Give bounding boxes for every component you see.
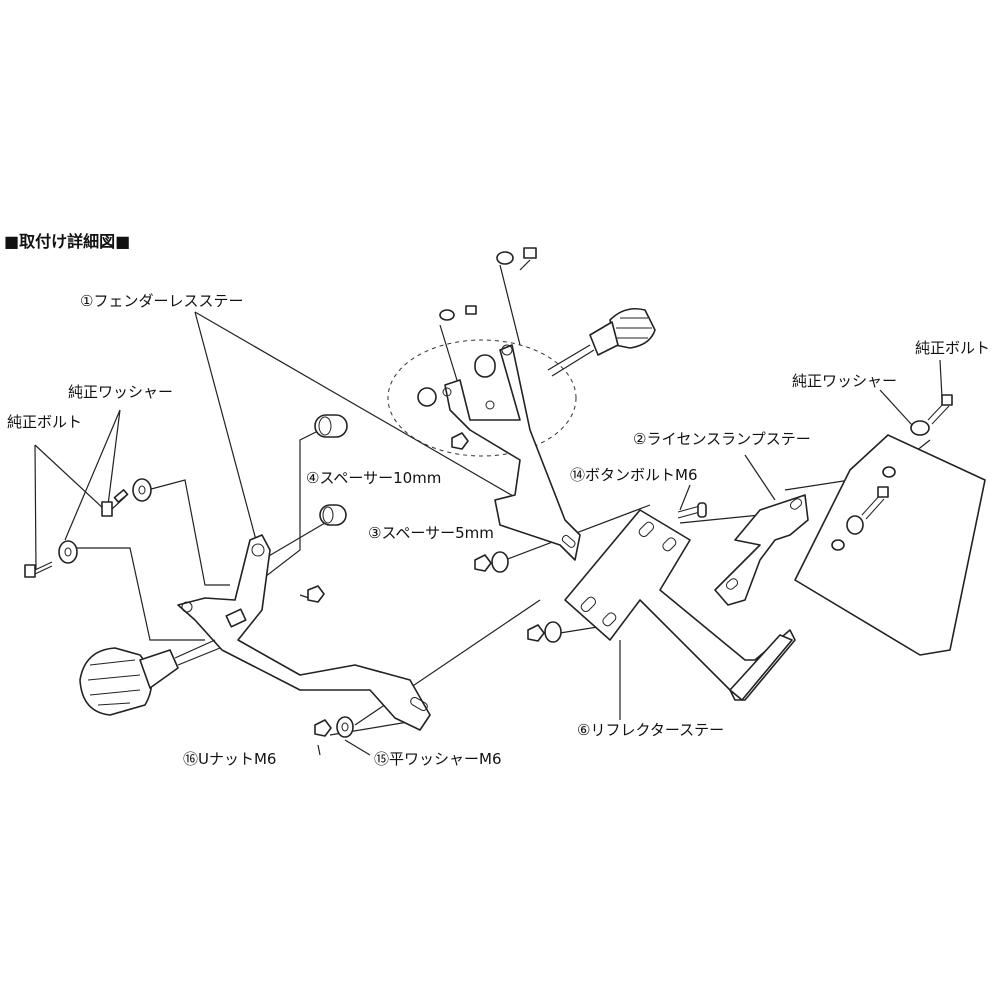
upper-stay-part: [442, 344, 581, 561]
label-spacer-5mm: ③スペーサー5mm: [368, 524, 494, 542]
fenderless-stay-part: [177, 534, 431, 731]
license-lamp-stay-part: [714, 494, 809, 606]
license-plate-part: [794, 394, 986, 656]
label-fenderless-stay: ①フェンダーレスステー: [80, 292, 244, 310]
right-turn-signal: [547, 307, 656, 377]
label-genuine-bolt-left: 純正ボルト: [7, 413, 83, 431]
diagram-title: ■取付け詳細図■: [4, 232, 131, 251]
label-flat-washer: ⑮平ワッシャーM6: [374, 750, 502, 768]
reflector-stay-part: [564, 509, 796, 701]
left-hardware: [24, 478, 152, 578]
label-genuine-washer-left: 純正ワッシャー: [68, 383, 174, 401]
nuts-washers: [307, 247, 562, 738]
label-reflector-stay: ⑥リフレクターステー: [577, 721, 725, 739]
label-license-lamp-stay: ②ライセンスランプステー: [633, 430, 811, 448]
label-button-bolt: ⑭ボタンボルトM6: [570, 466, 698, 484]
spacers: [314, 354, 496, 526]
detail-ellipse: [387, 339, 577, 457]
label-genuine-bolt-right: 純正ボルト: [915, 339, 991, 357]
label-u-nut: ⑯UナットM6: [183, 750, 277, 768]
label-spacer-10mm: ④スペーサー10mm: [306, 469, 442, 487]
left-turn-signal: [79, 608, 247, 716]
label-genuine-washer-right: 純正ワッシャー: [792, 372, 898, 390]
